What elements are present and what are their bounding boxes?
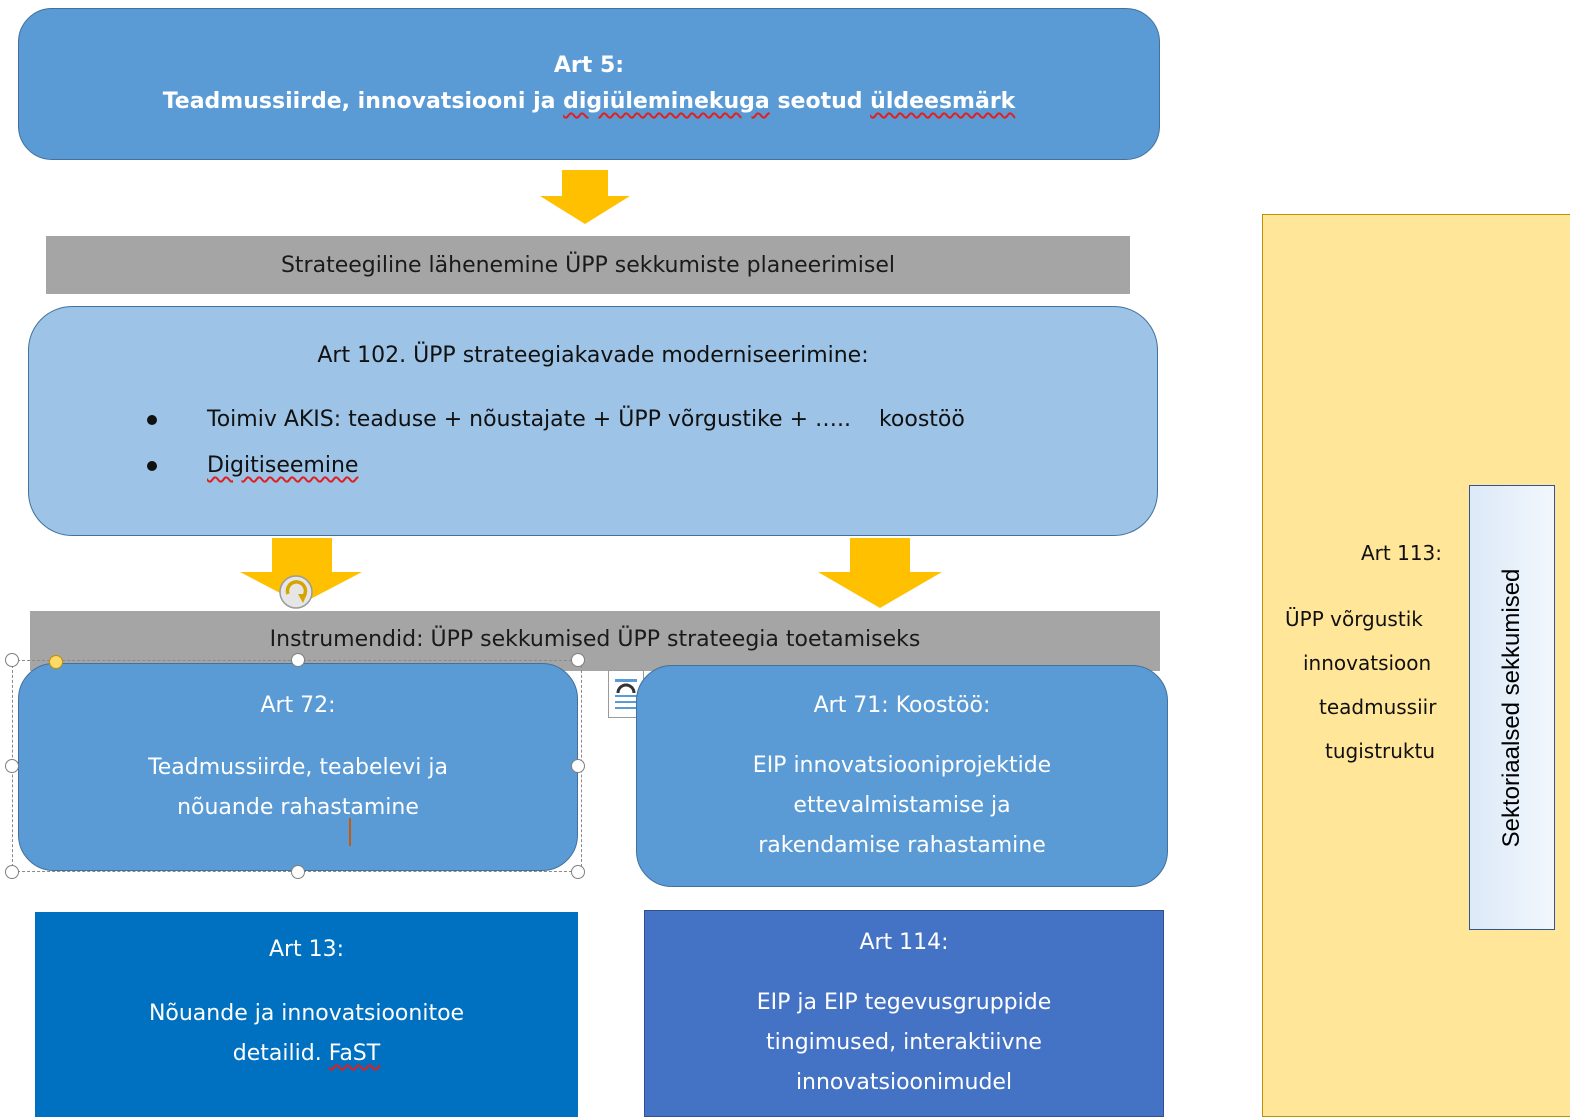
art13-line: detailid. FaST: [232, 1041, 381, 1066]
art5-box[interactable]: Art 5: Teadmussiirde, innovatsiooni ja d…: [18, 8, 1160, 160]
art113-line: teadmussiir: [1319, 695, 1437, 719]
resize-handle[interactable]: [571, 865, 585, 879]
art71-line: EIP innovatsiooniprojektide: [752, 753, 1052, 778]
art72-box[interactable]: Art 72: Teadmussiirde, teabelevi ja nõua…: [18, 663, 578, 871]
art114-box[interactable]: Art 114: EIP ja EIP tegevusgruppide ting…: [644, 910, 1164, 1117]
instruments-bar: Instrumendid: ÜPP sekkumised ÜPP stratee…: [30, 611, 1160, 671]
resize-handle[interactable]: [291, 865, 305, 879]
art72-line: Teadmussiirde, teabelevi ja: [148, 755, 448, 780]
resize-handle[interactable]: [571, 759, 585, 773]
art72-title: Art 72:: [260, 693, 336, 718]
resize-handle[interactable]: [5, 653, 19, 667]
art113-line: tugistruktu: [1325, 739, 1436, 763]
text-cursor: [349, 818, 351, 846]
art71-line: ettevalmistamise ja: [793, 793, 1011, 818]
selection-frame: [12, 660, 582, 872]
resize-handle[interactable]: [5, 865, 19, 879]
adjust-handle[interactable]: [49, 655, 63, 669]
art113-title: Art 113:: [1361, 541, 1443, 565]
art13-line: Nõuande ja innovatsioonitoe: [148, 1001, 465, 1026]
resize-handle[interactable]: [291, 653, 305, 667]
art5-text: Teadmussiirde, innovatsiooni ja digiülem…: [162, 89, 1016, 114]
art71-line: rakendamise rahastamine: [758, 833, 1046, 858]
art102-title: Art 102. ÜPP strateegiakavade modernisee…: [317, 343, 869, 368]
resize-handle[interactable]: [571, 653, 585, 667]
art102-box[interactable]: Art 102. ÜPP strateegiakavade modernisee…: [28, 306, 1158, 536]
arrow-down-2: [240, 538, 362, 604]
bullet-text: Toimiv AKIS: teaduse + nõustajate + ÜPP …: [207, 407, 965, 432]
art113-line: ÜPP võrgustik: [1285, 607, 1423, 631]
bullet-text: Digitiseemine: [207, 453, 359, 478]
art114-line: innovatsioonimudel: [795, 1070, 1013, 1095]
sectoral-label: Sektoriaalsed sekkumised: [1498, 568, 1525, 847]
bullet-dot: [147, 460, 157, 471]
rotate-handle-icon[interactable]: [276, 572, 320, 616]
art114-title: Art 114:: [859, 930, 949, 955]
bullet-dot: [147, 414, 157, 425]
art114-line: EIP ja EIP tegevusgruppide: [756, 990, 1052, 1015]
resize-handle[interactable]: [5, 759, 19, 773]
arrow-down-1: [540, 170, 630, 224]
strategy-bar: Strateegiline lähenemine ÜPP sekkumiste …: [46, 236, 1130, 294]
bullet-item: Digitiseemine: [147, 453, 358, 478]
art71-title: Art 71: Koostöö:: [813, 693, 991, 718]
art71-box[interactable]: Art 71: Koostöö: EIP innovatsiooniprojek…: [636, 665, 1168, 887]
arrow-down-3: [818, 538, 942, 608]
art5-title: Art 5:: [553, 53, 625, 78]
bullet-item: Toimiv AKIS: teaduse + nõustajate + ÜPP …: [147, 407, 965, 432]
art114-line: tingimused, interaktiivne: [766, 1030, 1042, 1055]
sectoral-label-box[interactable]: Sektoriaalsed sekkumised: [1469, 485, 1555, 930]
art113-line: innovatsioon: [1303, 651, 1432, 675]
art13-title: Art 13:: [268, 937, 345, 962]
art13-box[interactable]: Art 13: Nõuande ja innovatsioonitoe deta…: [35, 912, 578, 1117]
